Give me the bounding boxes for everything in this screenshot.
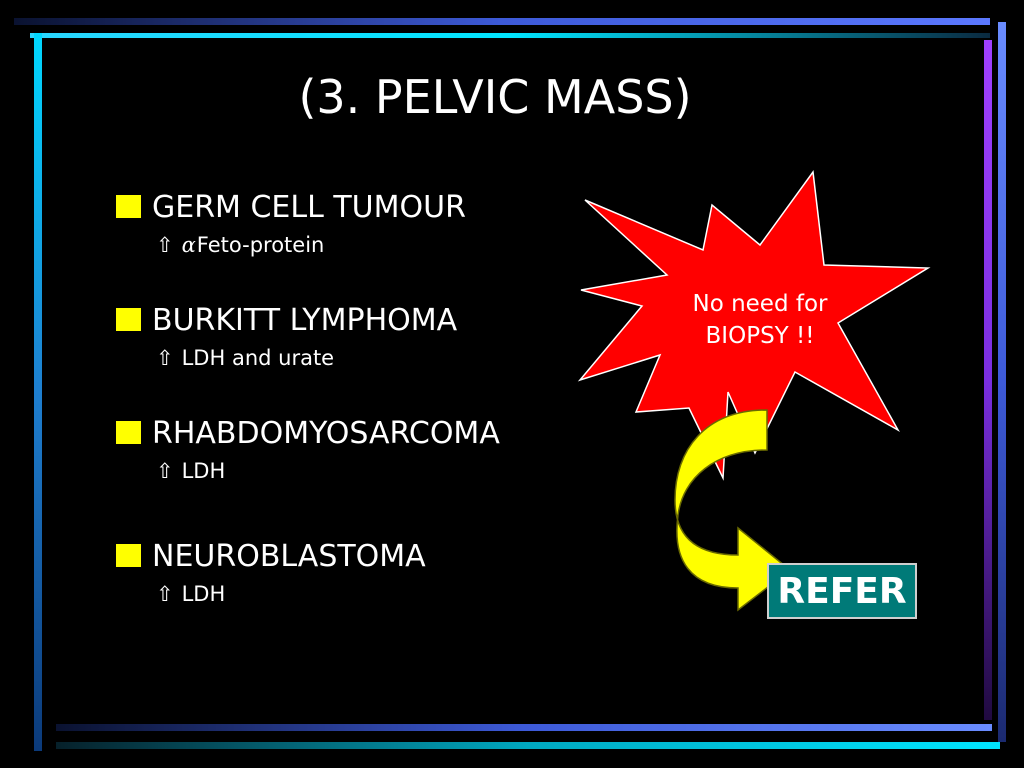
item-detail-text: LDH and urate <box>181 346 335 370</box>
frame-right-bar-purple <box>984 40 992 720</box>
bullet-square-icon <box>116 544 141 567</box>
frame-bottom-bar-blue <box>56 724 992 731</box>
item-detail-text: LDH <box>181 582 226 606</box>
item-detail-text: LDH <box>181 459 226 483</box>
refer-box: REFER <box>767 563 917 619</box>
curved-arrow-icon <box>674 409 792 612</box>
starburst-line-1: No need for <box>692 291 828 317</box>
bullet-square-icon <box>116 421 141 444</box>
slide-title: (3. PELVIC MASS) <box>298 70 692 124</box>
starburst-label: No need for BIOPSY !! <box>660 288 860 352</box>
frame-top-bar-outer <box>14 18 990 25</box>
item-detail-text: Feto-protein <box>196 233 325 257</box>
item-detail: ⇧ LDH and urate <box>156 346 334 370</box>
item-heading: GERM CELL TUMOUR <box>152 190 466 225</box>
item-detail: ⇧ LDH <box>156 582 225 606</box>
item-heading: NEUROBLASTOMA <box>152 539 426 574</box>
item-detail: ⇧ αFeto-protein <box>156 233 324 257</box>
frame-top-bar-inner <box>30 33 990 38</box>
starburst-line-2: BIOPSY !! <box>705 323 815 349</box>
item-heading: BURKITT LYMPHOMA <box>152 303 458 338</box>
item-detail: ⇧ LDH <box>156 459 225 483</box>
bullet-square-icon <box>116 195 141 218</box>
frame-right-bar-blue <box>998 22 1006 742</box>
starburst-shape <box>577 170 931 481</box>
up-arrow-icon: ⇧ <box>156 346 174 370</box>
alpha-symbol: α <box>181 233 196 257</box>
frame-bottom-bar-cyan <box>56 742 1000 749</box>
up-arrow-icon: ⇧ <box>156 233 174 257</box>
up-arrow-icon: ⇧ <box>156 582 174 606</box>
up-arrow-icon: ⇧ <box>156 459 174 483</box>
item-heading: RHABDOMYOSARCOMA <box>152 416 500 451</box>
frame-left-bar <box>34 33 42 751</box>
bullet-square-icon <box>116 308 141 331</box>
